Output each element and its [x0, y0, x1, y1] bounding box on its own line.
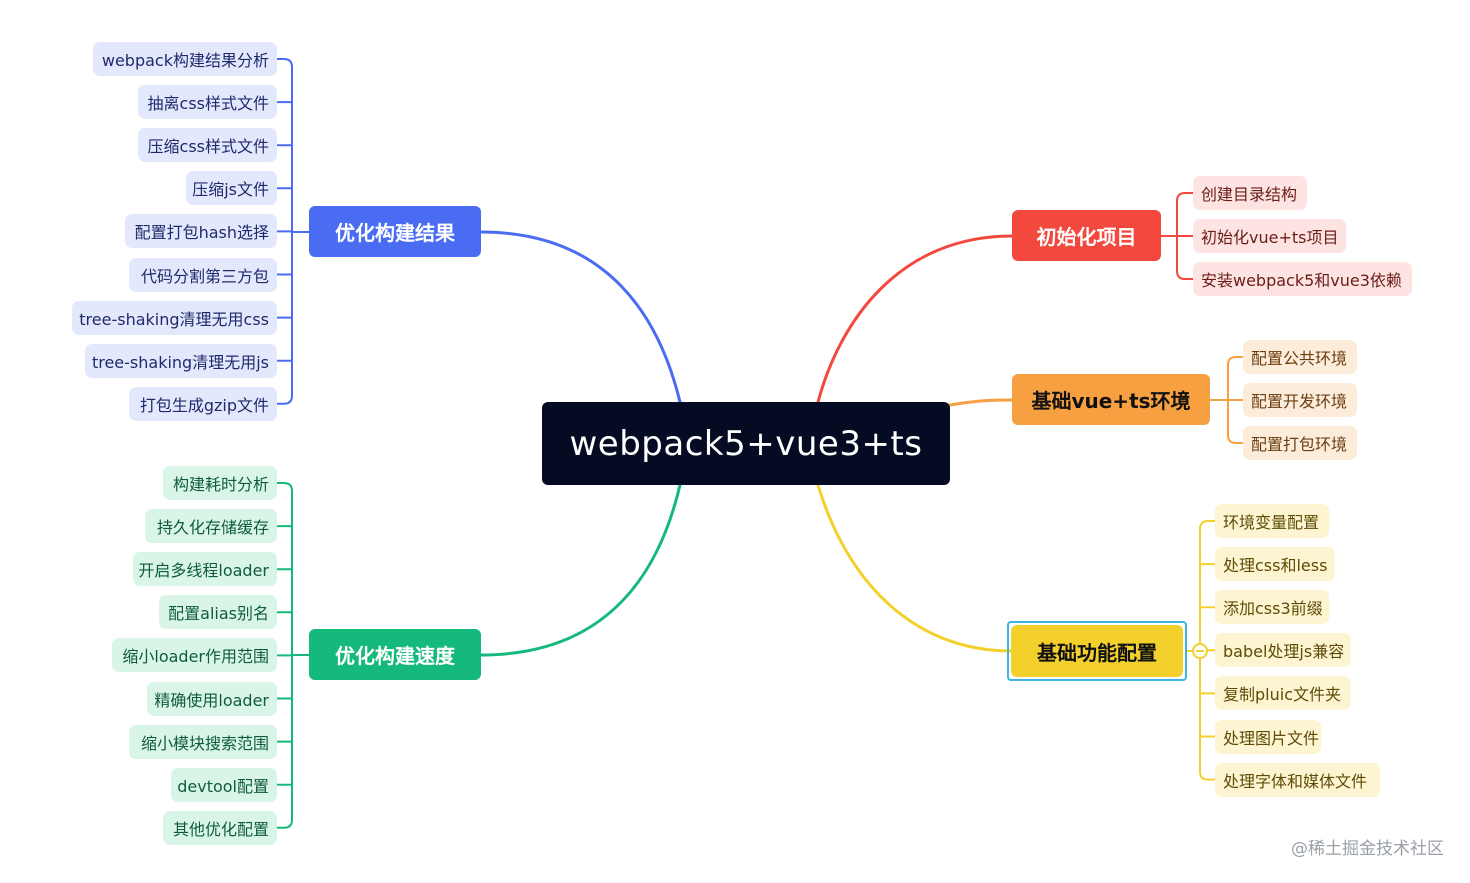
- connector-line: [276, 818, 293, 829]
- branch-base-env[interactable]: 基础vue+ts环境: [1012, 374, 1210, 425]
- branch-base-feature[interactable]: 基础功能配置: [1011, 625, 1183, 677]
- leaf-base-env[interactable]: 配置打包环境: [1243, 426, 1357, 460]
- branch-build-result[interactable]: 优化构建结果: [309, 206, 481, 257]
- leaf-build-result[interactable]: 压缩js文件: [186, 171, 277, 206]
- selection-outline: [1007, 621, 1187, 681]
- connector-line: [276, 58, 293, 68]
- leaf-build-speed[interactable]: 持久化存储缓存: [145, 509, 277, 544]
- leaf-init-project[interactable]: 初始化vue+ts项目: [1193, 219, 1346, 253]
- leaf-build-speed[interactable]: 配置alias别名: [159, 595, 277, 630]
- leaf-base-feature[interactable]: 添加css3前缀: [1215, 590, 1329, 625]
- connector-line: [816, 234, 1014, 404]
- leaf-init-project[interactable]: 安装webpack5和vue3依赖: [1193, 262, 1412, 296]
- leaf-build-speed[interactable]: 其他优化配置: [163, 810, 277, 845]
- connector-line: [1176, 192, 1194, 202]
- leaf-base-feature[interactable]: babel处理js兼容: [1215, 633, 1351, 668]
- leaf-base-feature[interactable]: 处理css和less: [1215, 547, 1335, 582]
- connector-line: [276, 394, 293, 405]
- leaf-base-feature[interactable]: 复制pluic文件夹: [1215, 676, 1351, 711]
- leaf-base-feature[interactable]: 环境变量配置: [1215, 504, 1329, 538]
- leaf-build-result[interactable]: webpack构建结果分析: [93, 42, 277, 76]
- leaf-build-result[interactable]: tree-shaking清理无用css: [72, 300, 277, 335]
- connector-line: [1176, 270, 1194, 280]
- connector-line: [948, 398, 1014, 407]
- watermark: @稀土掘金技术社区: [1291, 839, 1444, 859]
- connector-line: [479, 483, 682, 657]
- leaf-base-feature[interactable]: 处理字体和媒体文件: [1215, 762, 1380, 797]
- connector-line: [1227, 434, 1244, 444]
- leaf-build-result[interactable]: 配置打包hash选择: [125, 214, 277, 249]
- connector-line: [1199, 770, 1216, 781]
- leaf-build-result[interactable]: tree-shaking清理无用js: [85, 343, 277, 378]
- leaf-build-speed[interactable]: 开启多线程loader: [133, 552, 277, 587]
- leaf-init-project[interactable]: 创建目录结构: [1193, 176, 1307, 210]
- connector-line: [816, 483, 1013, 653]
- leaf-build-speed[interactable]: devtool配置: [171, 767, 277, 802]
- leaf-build-result[interactable]: 打包生成gzip文件: [129, 386, 277, 421]
- leaf-build-result[interactable]: 压缩css样式文件: [138, 128, 277, 163]
- connector-line: [479, 230, 682, 404]
- leaf-build-speed[interactable]: 构建耗时分析: [163, 466, 277, 500]
- leaf-build-speed[interactable]: 缩小模块搜索范围: [129, 724, 277, 759]
- leaf-build-result[interactable]: 代码分割第三方包: [129, 257, 277, 292]
- leaf-base-env[interactable]: 配置公共环境: [1243, 340, 1357, 374]
- connector-line: [1227, 356, 1244, 366]
- connector-line: [1199, 520, 1216, 530]
- leaf-base-env[interactable]: 配置开发环境: [1243, 383, 1357, 417]
- leaf-build-speed[interactable]: 精确使用loader: [147, 681, 277, 716]
- branch-init-project[interactable]: 初始化项目: [1012, 210, 1161, 261]
- branch-build-speed[interactable]: 优化构建速度: [309, 629, 481, 680]
- leaf-build-result[interactable]: 抽离css样式文件: [138, 85, 277, 120]
- leaf-base-feature[interactable]: 处理图片文件: [1215, 719, 1321, 754]
- root-node[interactable]: webpack5+vue3+ts: [542, 402, 950, 485]
- connector-line: [276, 482, 293, 492]
- leaf-build-speed[interactable]: 缩小loader作用范围: [112, 638, 277, 673]
